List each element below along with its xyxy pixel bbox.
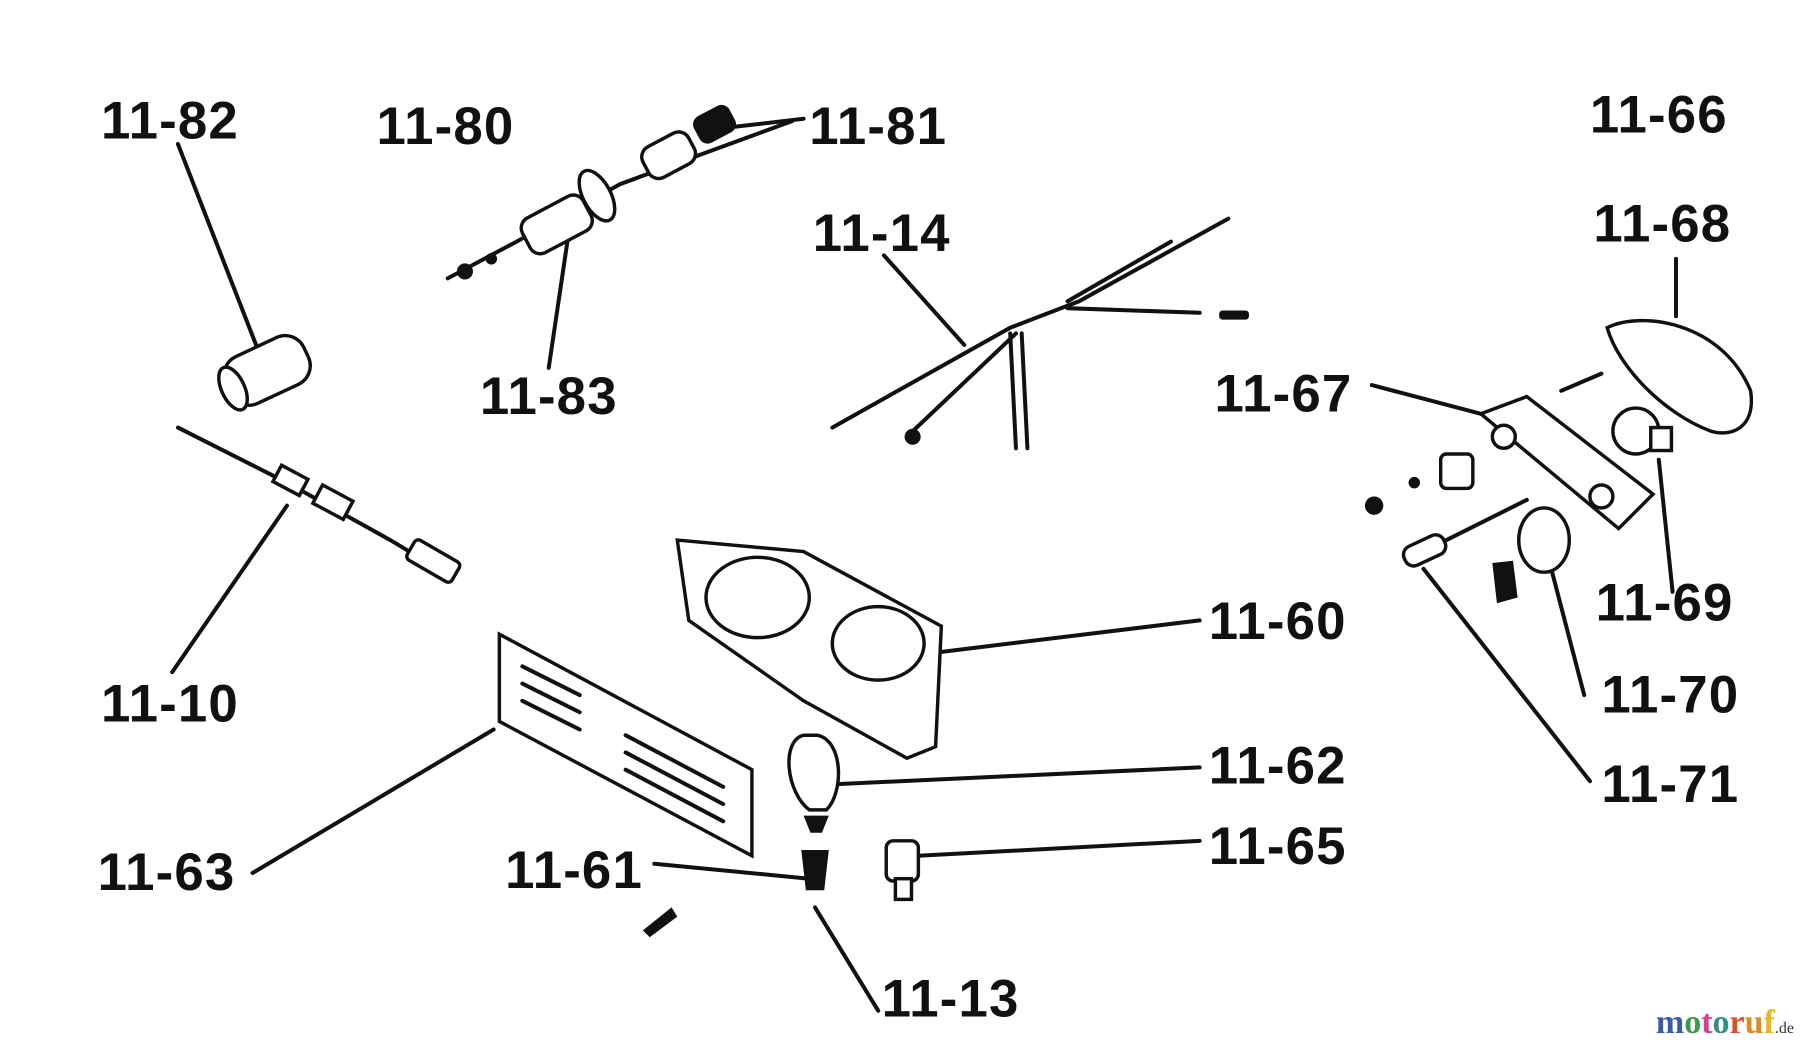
part-switch-11-82	[217, 333, 312, 412]
part-socket-11-61	[642, 850, 829, 938]
part-bulb-11-69	[1611, 406, 1674, 456]
wm-letter: m	[1655, 1004, 1685, 1041]
label-11-63: 11-63	[98, 843, 236, 902]
part-cable-11-10	[175, 425, 462, 584]
wm-letter: o	[1712, 1004, 1730, 1041]
leader-11-70	[1547, 561, 1587, 698]
part-socket-11-83	[445, 104, 795, 281]
motoruf-watermark: motoruf.de	[1656, 1004, 1794, 1042]
wm-letter: u	[1744, 1004, 1764, 1041]
part-bulb-11-62	[787, 733, 841, 833]
leader-11-63	[250, 727, 496, 875]
part-labels: 11-82 11-80 11-81 11-14 11-83 11-66 11-6…	[98, 86, 1739, 1029]
label-11-13: 11-13	[882, 969, 1020, 1028]
leader-11-71	[1421, 566, 1592, 784]
part-lens-11-68	[1605, 318, 1754, 435]
label-11-80: 11-80	[377, 97, 515, 156]
label-11-71: 11-71	[1601, 755, 1739, 814]
leader-11-61	[652, 861, 812, 881]
part-lens-11-63	[497, 631, 754, 859]
part-harness-11-14	[830, 216, 1249, 451]
part-housing-11-60	[675, 538, 944, 761]
wm-letter: f	[1763, 1004, 1775, 1041]
leader-11-62	[824, 765, 1202, 787]
leader-11-14	[881, 253, 967, 347]
leader-11-82	[175, 142, 261, 353]
label-11-14: 11-14	[813, 204, 951, 263]
label-11-81: 11-81	[809, 97, 947, 156]
wm-letter: o	[1684, 1004, 1702, 1041]
leader-11-13	[813, 905, 881, 1013]
leader-11-83	[546, 233, 571, 370]
label-11-70: 11-70	[1601, 665, 1739, 724]
label-11-62: 11-62	[1209, 736, 1347, 795]
label-11-65: 11-65	[1209, 817, 1347, 876]
label-11-69: 11-69	[1596, 573, 1734, 632]
leader-11-69	[1656, 457, 1675, 594]
part-socket-11-70	[1492, 506, 1571, 604]
label-11-82: 11-82	[101, 91, 239, 150]
label-11-67: 11-67	[1215, 365, 1353, 424]
leader-11-65	[916, 838, 1202, 858]
label-11-60: 11-60	[1209, 592, 1347, 651]
label-11-66: 11-66	[1590, 86, 1728, 145]
part-taillight-11-67	[1364, 371, 1656, 531]
wm-letter: t	[1701, 1004, 1713, 1041]
label-11-68: 11-68	[1593, 195, 1731, 254]
wm-letter: r	[1729, 1004, 1745, 1041]
leader-11-67	[1369, 383, 1483, 416]
part-bulb-11-65	[884, 839, 921, 902]
leader-11-10	[170, 503, 289, 675]
leader-11-60	[933, 618, 1202, 655]
leader-lines	[170, 116, 1679, 1013]
part-bulb-11-71	[1401, 497, 1529, 568]
label-11-10: 11-10	[101, 674, 239, 733]
wm-tld: .de	[1774, 1020, 1794, 1037]
label-11-83: 11-83	[480, 367, 618, 426]
label-11-61: 11-61	[505, 841, 643, 900]
